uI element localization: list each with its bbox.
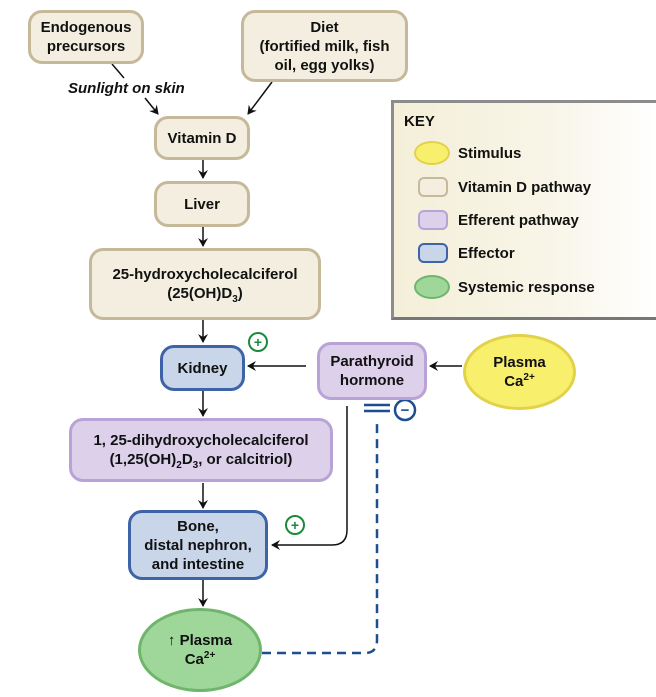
sunlight-label: Sunlight on skin <box>68 80 185 97</box>
key-label: Stimulus <box>458 144 522 162</box>
svg-text:+: + <box>291 517 299 533</box>
plus-sign-effector: + <box>285 515 305 535</box>
key-item-vitamin-d-pathway: Vitamin D pathway <box>414 177 591 197</box>
pth-line1: Parathyroid <box>330 353 414 370</box>
node-calcitriol: 1, 25-dihydroxycholecalciferol (1,25(OH)… <box>69 418 333 482</box>
vitamin-d-pathway-swatch-icon <box>418 177 448 197</box>
plus-sign-kidney: + <box>248 332 268 352</box>
negative-feedback-line <box>262 420 379 655</box>
legend-key: KEY Stimulus Vitamin D pathway Efferent … <box>391 100 656 320</box>
key-label: Efferent pathway <box>458 211 579 229</box>
key-label: Vitamin D pathway <box>458 178 592 196</box>
svg-text:+: + <box>254 334 262 350</box>
diet-line2: (fortified milk, fish <box>259 37 390 55</box>
node-vitamin-d: Vitamin D <box>154 116 250 160</box>
node-diet: Diet (fortified milk, fish oil, egg yolk… <box>241 10 408 82</box>
kidney-label: Kidney <box>177 359 228 377</box>
node-25-hydroxycholecalciferol: 25-hydroxycholecalciferol (25(OH)D3) <box>89 248 321 320</box>
arrow-sunlight-to-vitamin-d <box>144 97 159 115</box>
endogenous-line1: Endogenous <box>40 19 132 36</box>
liver-label: Liver <box>184 195 220 213</box>
effector-line2: distal nephron, <box>144 536 252 554</box>
key-item-efferent-pathway: Efferent pathway <box>414 210 579 230</box>
arrow-diet-to-vitamin-d <box>247 81 273 115</box>
node-parathyroid-hormone: Parathyroid hormone <box>317 342 427 400</box>
endogenous-line2: precursors <box>46 38 126 55</box>
response-line1: ↑ Plasma <box>167 632 233 649</box>
arrow-pth-to-effector <box>271 406 348 550</box>
key-title: KEY <box>404 113 435 130</box>
node-plasma-ca-response: ↑ Plasma Ca2+ <box>138 608 262 692</box>
key-item-effector: Effector <box>414 243 515 263</box>
diet-line3: oil, egg yolks) <box>274 56 375 74</box>
calcitriol-line1: 1, 25-dihydroxycholecalciferol <box>93 432 309 449</box>
vitamin-d-label: Vitamin D <box>167 129 237 147</box>
response-line2: Ca2+ <box>184 650 216 669</box>
effector-line1: Bone, <box>177 517 219 535</box>
diet-line1: Diet <box>310 18 339 36</box>
up-arrow-icon: ↑ <box>167 632 176 649</box>
key-item-stimulus: Stimulus <box>414 141 521 165</box>
stimulus-line2: Ca2+ <box>504 372 535 391</box>
systemic-response-swatch-icon <box>414 275 450 299</box>
key-item-systemic-response: Systemic response <box>414 275 595 299</box>
stimulus-line1: Plasma <box>493 354 546 371</box>
efferent-pathway-swatch-icon <box>418 210 448 230</box>
hydroxy25-line2: (25(OH)D3) <box>167 285 243 305</box>
node-liver: Liver <box>154 181 250 227</box>
hydroxy25-line1: 25-hydroxycholecalciferol <box>112 266 298 283</box>
key-label: Effector <box>458 244 515 262</box>
key-label: Systemic response <box>458 278 595 296</box>
effector-swatch-icon <box>418 243 448 263</box>
minus-sign-feedback: − <box>393 398 417 422</box>
arrow-endogenous-to-sunlight <box>111 63 125 79</box>
node-endogenous-precursors: Endogenous precursors <box>28 10 144 64</box>
effector-line3: and intestine <box>151 555 245 573</box>
node-bone-nephron-intestine: Bone, distal nephron, and intestine <box>128 510 268 580</box>
node-plasma-ca-stimulus: Plasma Ca2+ <box>463 334 576 410</box>
node-kidney: Kidney <box>160 345 245 391</box>
pth-line2: hormone <box>339 372 405 389</box>
calcitriol-line2: (1,25(OH)2D3, or calcitriol) <box>109 451 293 471</box>
stimulus-swatch-icon <box>414 141 450 165</box>
svg-text:−: − <box>401 402 410 419</box>
